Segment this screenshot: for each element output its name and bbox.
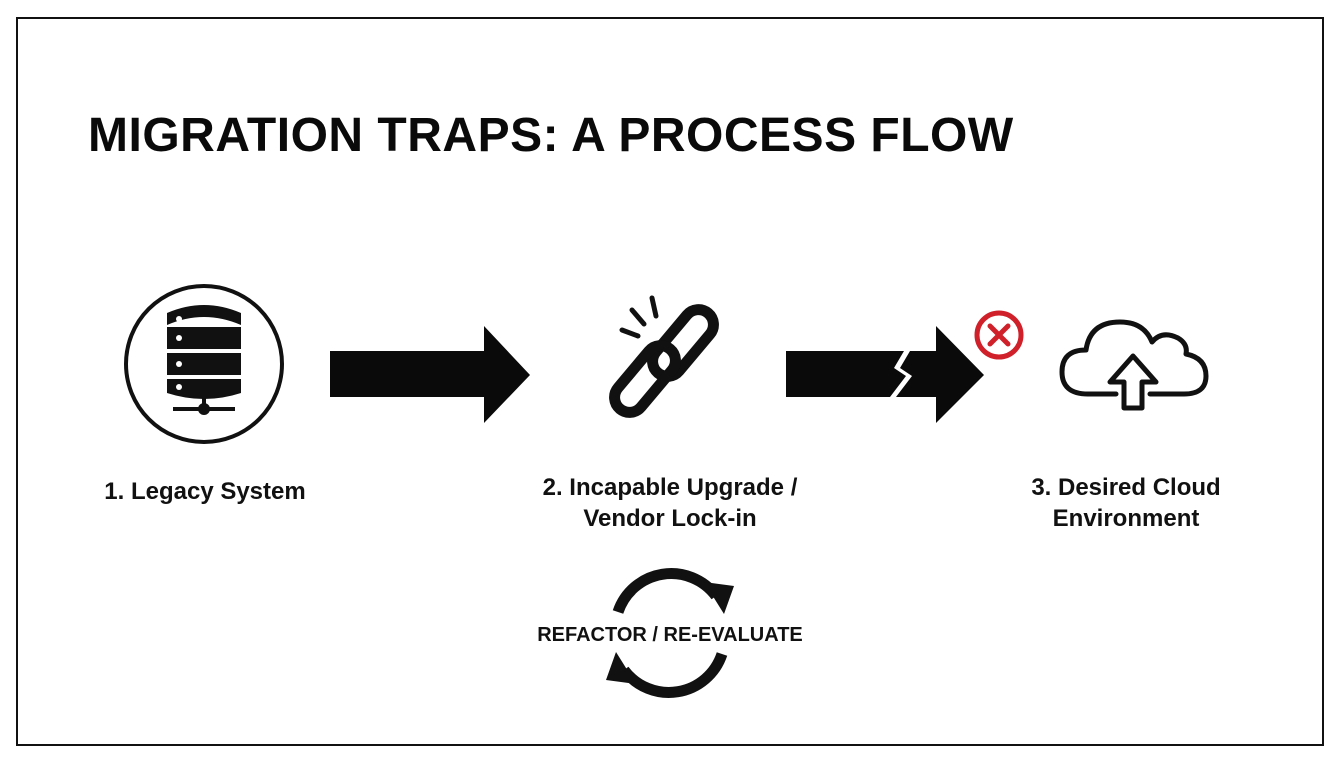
connector-arrow-1-2 (330, 326, 530, 423)
step-1-label-text: 1. Legacy System (104, 478, 306, 505)
step-1-label: 1. Legacy System (60, 476, 350, 507)
step-3-label-line1: 3. Desired Cloud (1031, 474, 1221, 501)
cycle-arrows-icon (606, 568, 734, 698)
step-2-label-line2: Vendor Lock-in (583, 505, 757, 532)
step-2-label: 2. Incapable Upgrade / Vendor Lock-in (510, 472, 830, 534)
cloud-upload-icon (1059, 319, 1209, 411)
blocked-x-icon (974, 310, 1024, 360)
step-2-label-line1: 2. Incapable Upgrade / (542, 474, 798, 501)
step-3-label-line2: Environment (1052, 505, 1200, 532)
connector-broken-arrow-2-3 (786, 326, 984, 423)
diagram-title: MIGRATION TRAPS: A PROCESS FLOW (88, 109, 1014, 162)
broken-chain-link-icon (609, 295, 719, 418)
database-server-icon (124, 284, 284, 444)
loop-label: REFACTOR / RE-EVALUATE (537, 624, 803, 646)
step-3-label: 3. Desired Cloud Environment (1000, 472, 1252, 534)
